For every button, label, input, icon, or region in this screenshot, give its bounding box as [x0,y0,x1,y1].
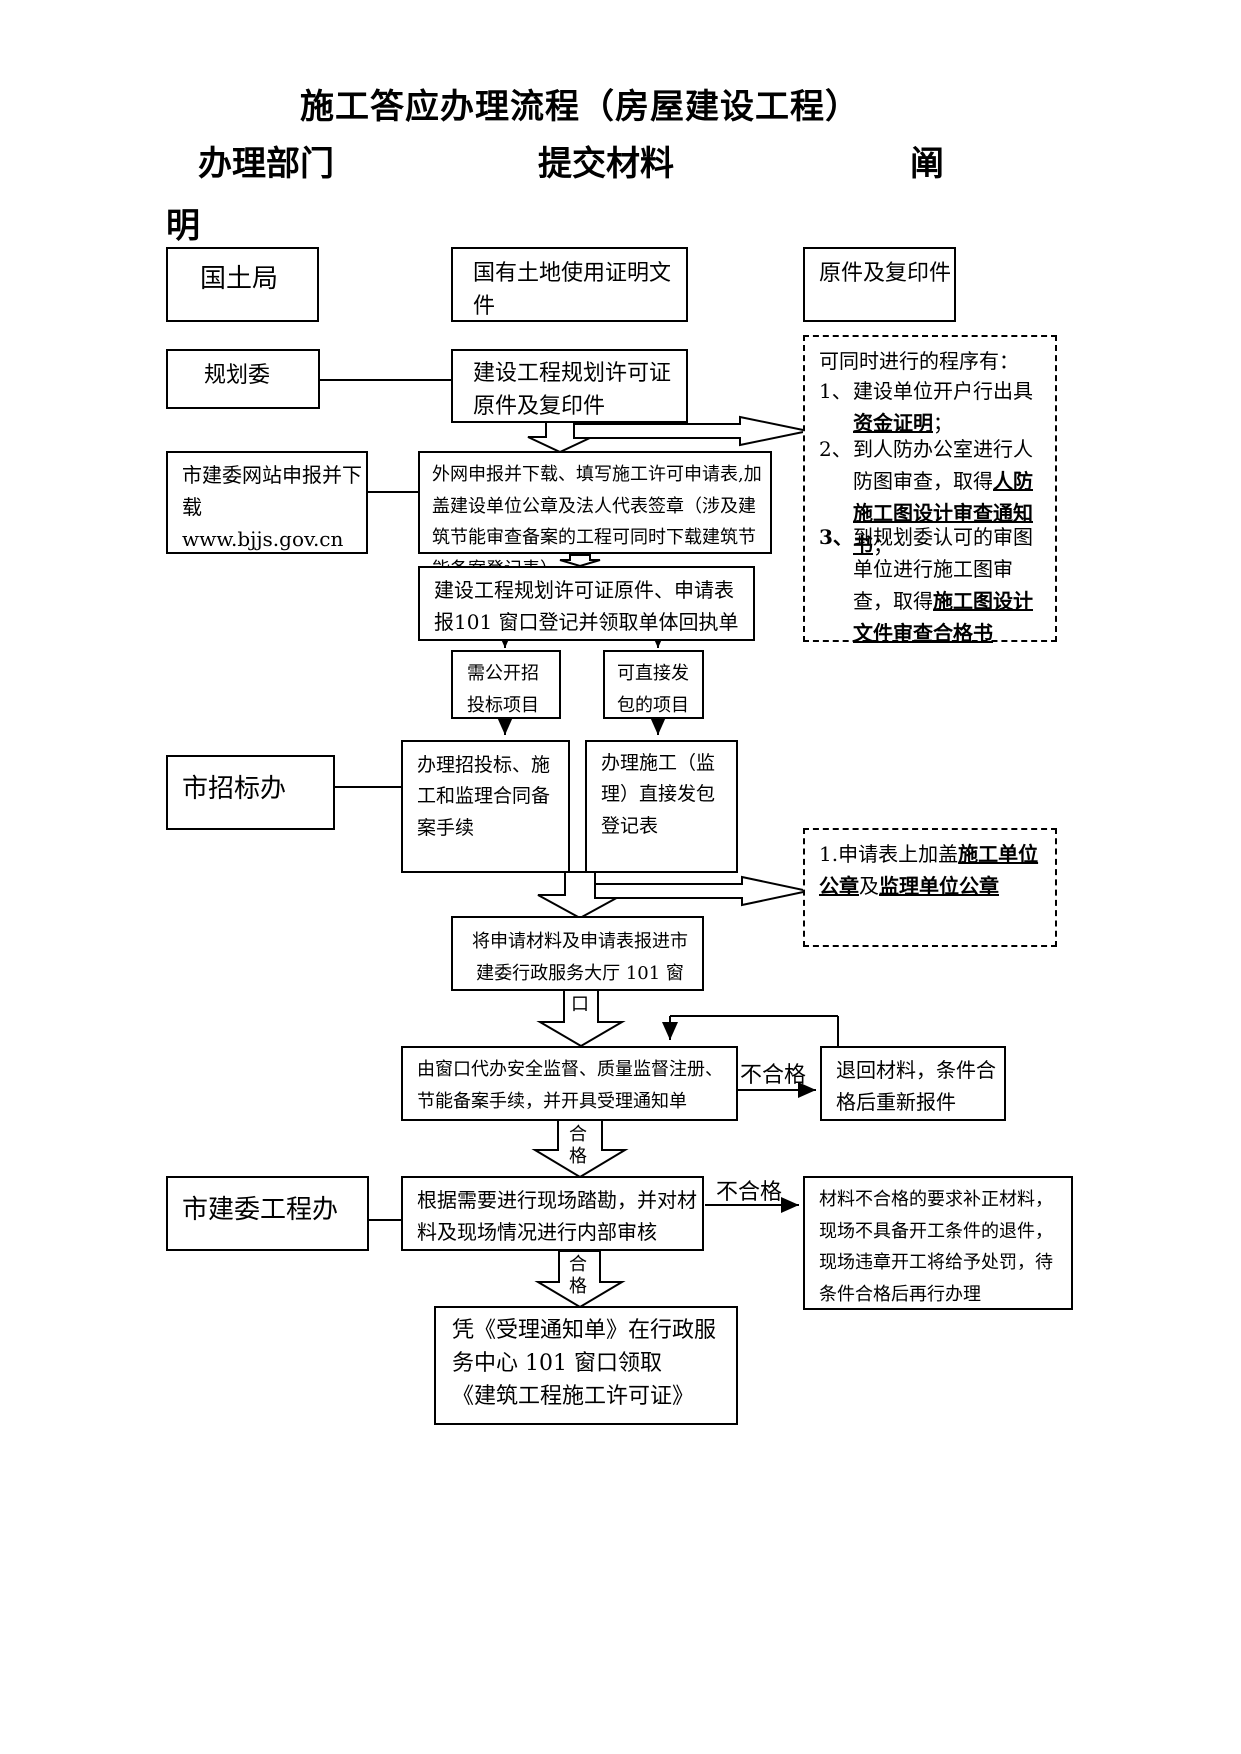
note-concurrent-procedures: 可同时进行的程序有： 1、 建设单位开户行出具资金证明； 2、 到人防办公室进行… [803,335,1057,645]
note-concurrent-item-3: 到规划委认可的审图单位进行施工图审查，取得施工图设计文件审查合格书 [853,525,1033,645]
fail-label-2: 不合格 [716,1180,783,1205]
dept-construction-website: 市建委网站申报并下载 www.bjjs.gov.cn [166,451,368,554]
dept-planning-commission: 规划委 [166,349,320,409]
note-stamp: 1.申请表上加盖施工单位公章及监理单位公章 [803,828,1057,947]
material-window-proxy: 由窗口代办安全监督、质量监督注册、节能备案手续，并开具受理通知单 [401,1046,738,1121]
dept-construction-website-label: 市建委网站申报并下载 www.bjjs.gov.cn [182,463,362,551]
block-arrow-right [594,875,809,907]
note-stamp-label: 1.申请表上加盖施工单位公章及监理单位公章 [819,842,1039,898]
material-bid-filing: 办理招投标、施工和监理合同备案手续 [401,740,570,873]
block-arrow-right [573,415,809,447]
header-materials: 提交材料 [538,144,674,184]
material-online-apply: 外网申报并下载、填写施工许可申请表,加盖建设单位公章及法人代表签章（涉及建筑节能… [418,451,772,580]
material-plan-permit-label: 建设工程规划许可证原件及复印件 [473,361,672,419]
material-online-apply-label: 外网申报并下载、填写施工许可申请表,加盖建设单位公章及法人代表签章（涉及建筑节能… [432,464,762,580]
dept-land-bureau-label: 国土局 [200,264,279,294]
material-register-101: 建设工程规划许可证原件、申请表报101 窗口登记并领取单体回执单 [418,566,755,641]
note-original-copy-label: 原件及复印件 [819,261,952,286]
reject-note: 材料不合格的要求补正材料，现场不具备开工条件的退件，现场违章开工将给予处罚，待条… [803,1176,1073,1310]
dept-construction-engineering-office: 市建委工程办 [166,1176,369,1251]
material-window-proxy-label: 由窗口代办安全监督、质量监督注册、节能备案手续，并开具受理通知单 [417,1059,723,1112]
header-notes-cont: 明 [166,206,200,246]
material-site-review-label: 根据需要进行现场踏勘，并对材料及现场情况进行内部审核 [417,1188,697,1244]
material-bid-filing-label: 办理招投标、施工和监理合同备案手续 [417,754,551,839]
header-notes: 阐 [910,144,944,184]
note-concurrent-num-1: 1、 [819,379,852,403]
note-concurrent-num-2: 2、 [819,437,852,461]
block-arrow-down [534,1250,626,1309]
material-get-permit-label: 凭《受理通知单》在行政服务中心 101 窗口领取 《建筑工程施工许可证》 [452,1318,717,1409]
branch-direct-contract-label: 可直接发包的项目 [617,663,689,716]
material-submit-hall-label: 将申请材料及申请表报进市建委行政服务大厅 101 窗口 [472,931,688,1015]
return-materials: 退回材料，条件合格后重新报件 [820,1046,1006,1121]
page-title: 施工答应办理流程（房屋建设工程） [300,87,860,127]
dept-construction-engineering-office-label: 市建委工程办 [182,1195,339,1225]
material-plan-permit: 建设工程规划许可证原件及复印件 [451,349,688,423]
note-concurrent-item-2: 到人防办公室进行人防图审查，取得人防施工图设计审查通知书； [853,437,1033,557]
branch-direct-contract: 可直接发包的项目 [603,650,704,719]
dept-land-bureau: 国土局 [166,247,319,322]
branch-public-bid-label: 需公开招投标项目 [467,663,539,716]
material-land-cert: 国有土地使用证明文件 [451,247,688,322]
block-arrow-down [536,989,626,1048]
pass-label-2: 合 格 [569,1254,587,1297]
material-direct-filing: 办理施工（监理）直接发包登记表 [585,740,738,873]
header-department: 办理部门 [198,144,334,184]
block-arrow-down [531,1119,629,1179]
return-materials-label: 退回材料，条件合格后重新报件 [836,1058,996,1114]
material-direct-filing-label: 办理施工（监理）直接发包登记表 [601,752,716,837]
block-arrow-down [537,871,623,920]
note-original-copy: 原件及复印件 [803,247,956,322]
material-submit-hall: 将申请材料及申请表报进市建委行政服务大厅 101 窗口 [451,916,704,1015]
branch-public-bid: 需公开招投标项目 [451,650,561,719]
note-concurrent-intro: 可同时进行的程序有： [819,349,1019,373]
reject-note-label: 材料不合格的要求补正材料，现场不具备开工条件的退件，现场违章开工将给予处罚，待条… [819,1189,1053,1305]
note-concurrent-item-1: 建设单位开户行出具资金证明； [853,379,1033,435]
dept-tender-office: 市招标办 [166,755,335,830]
material-site-review: 根据需要进行现场踏勘，并对材料及现场情况进行内部审核 [401,1176,704,1251]
material-get-permit: 凭《受理通知单》在行政服务中心 101 窗口领取 《建筑工程施工许可证》 [434,1306,738,1425]
pass-label-1: 合 格 [569,1124,587,1167]
dept-planning-commission-label: 规划委 [204,363,271,388]
block-arrow-down [559,554,601,568]
material-land-cert-label: 国有土地使用证明文件 [473,261,672,319]
fail-label-1: 不合格 [740,1063,807,1088]
dept-tender-office-label: 市招标办 [182,774,287,804]
material-register-101-label: 建设工程规划许可证原件、申请表报101 窗口登记并领取单体回执单 [434,578,739,634]
note-concurrent-num-3: 3、 [819,525,853,549]
